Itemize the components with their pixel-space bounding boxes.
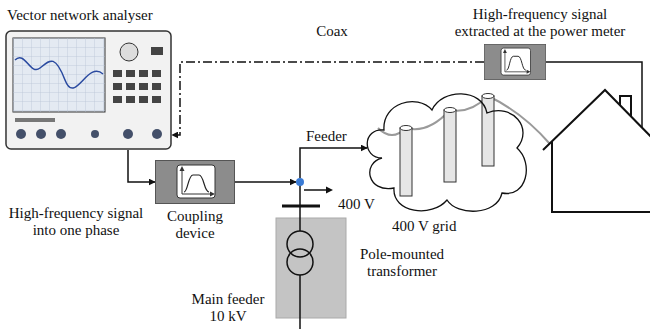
pole [444, 110, 456, 182]
extraction-filter: High-frequency signal extracted at the p… [484, 44, 546, 80]
network-analyser: Vector network analyser [5, 30, 172, 150]
extraction-filter-label: High-frequency signal extracted at the p… [447, 6, 633, 41]
signal-wire [128, 150, 155, 182]
network-analyser-label: Vector network analyser [7, 7, 153, 24]
coax-cable [172, 62, 484, 135]
coupling-device: Coupling device [155, 160, 235, 204]
pole-top [400, 126, 412, 131]
pole-transformer-drawing [276, 178, 346, 329]
house-fill [543, 90, 650, 212]
grid-cloud-label: 400 V grid [392, 218, 456, 235]
coupling-device-drawing [156, 161, 235, 204]
connector-label: Feeder [304, 128, 349, 145]
coupling-device-label: Coupling device [155, 208, 235, 243]
pole [400, 128, 412, 196]
grid-cloud-shape [362, 88, 532, 216]
house-wall [552, 141, 650, 212]
pole-transformer-label: Pole-mounted transformer [352, 246, 452, 281]
grid-cloud-drawing [367, 94, 526, 211]
coupling-device-shape [155, 160, 235, 204]
pole-top [444, 108, 456, 113]
network-analyser-drawing [6, 31, 171, 149]
network-analyser-shape [5, 30, 172, 150]
voltage-label: 400 V [338, 196, 375, 213]
pole [482, 96, 494, 166]
signal-note: High-frequency signal into one phase [2, 205, 150, 240]
extraction-filter-shape [484, 44, 546, 80]
connector-label: Coax [314, 23, 350, 40]
pole-top [482, 94, 494, 99]
meter-wire [546, 62, 642, 128]
house-roof [543, 90, 650, 150]
feeder-note: Main feeder 10 kV [186, 291, 270, 326]
grid-cloud: 400 V grid [362, 88, 532, 216]
extraction-filter-drawing [484, 44, 545, 79]
signal-wire [235, 181, 296, 183]
signal-wire [300, 148, 367, 178]
